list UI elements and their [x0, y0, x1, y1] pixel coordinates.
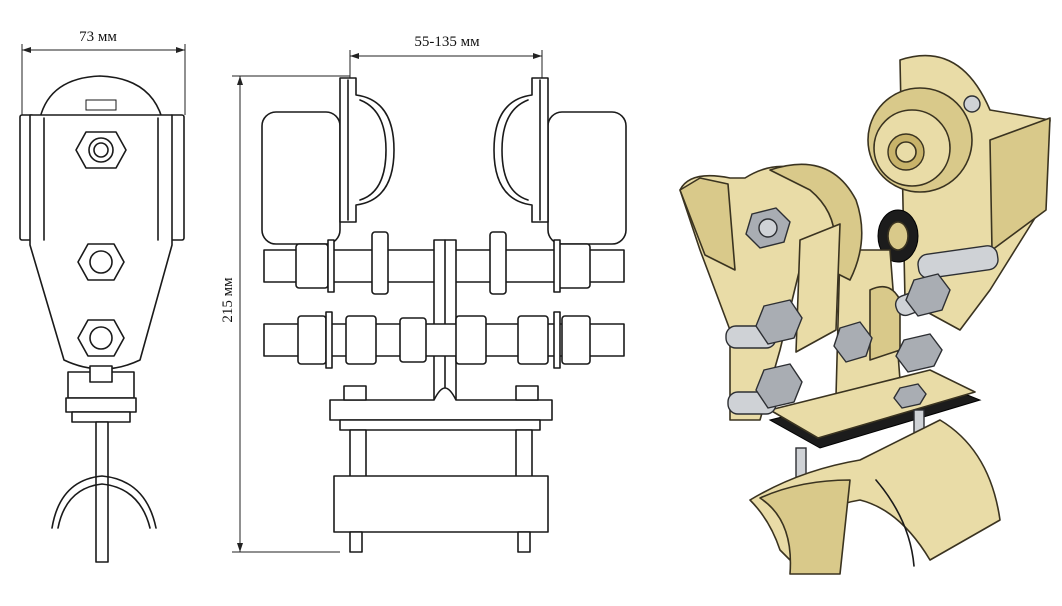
base-plate — [329, 387, 553, 421]
front-view: 215 мм 55-135 мм — [220, 34, 627, 553]
nut-bottom — [77, 319, 125, 357]
gap-label: 55-135 мм — [414, 34, 480, 50]
bolt-top-front — [745, 207, 791, 249]
gap-dimension: 55-135 мм — [349, 34, 543, 110]
bolt-right-upper — [894, 273, 951, 317]
upper-nut-right — [557, 243, 591, 289]
nut-top — [75, 131, 127, 169]
clip-saddle — [749, 419, 1001, 561]
height-dimension: 215 мм — [220, 75, 350, 553]
width-label: 73 мм — [79, 29, 117, 45]
right-wheel — [493, 77, 549, 223]
left-wheel — [339, 77, 395, 223]
side-rod — [95, 421, 109, 563]
clamp-block — [333, 475, 549, 533]
bolt-front-lower — [727, 363, 803, 415]
right-housing — [547, 111, 627, 245]
width-dimension: 73 мм — [21, 29, 186, 115]
bolt-center — [833, 321, 873, 363]
clip-arc — [51, 475, 157, 529]
nut-middle — [77, 243, 125, 281]
left-housing — [261, 111, 341, 245]
iso-base-plate — [769, 369, 976, 439]
isometric-view — [679, 54, 1051, 575]
upper-nut-left — [295, 243, 329, 289]
bolt-front-middle — [725, 299, 803, 349]
height-label: 215 мм — [220, 277, 236, 323]
side-view: 73 мм — [19, 29, 186, 563]
wheel-top — [39, 75, 163, 119]
